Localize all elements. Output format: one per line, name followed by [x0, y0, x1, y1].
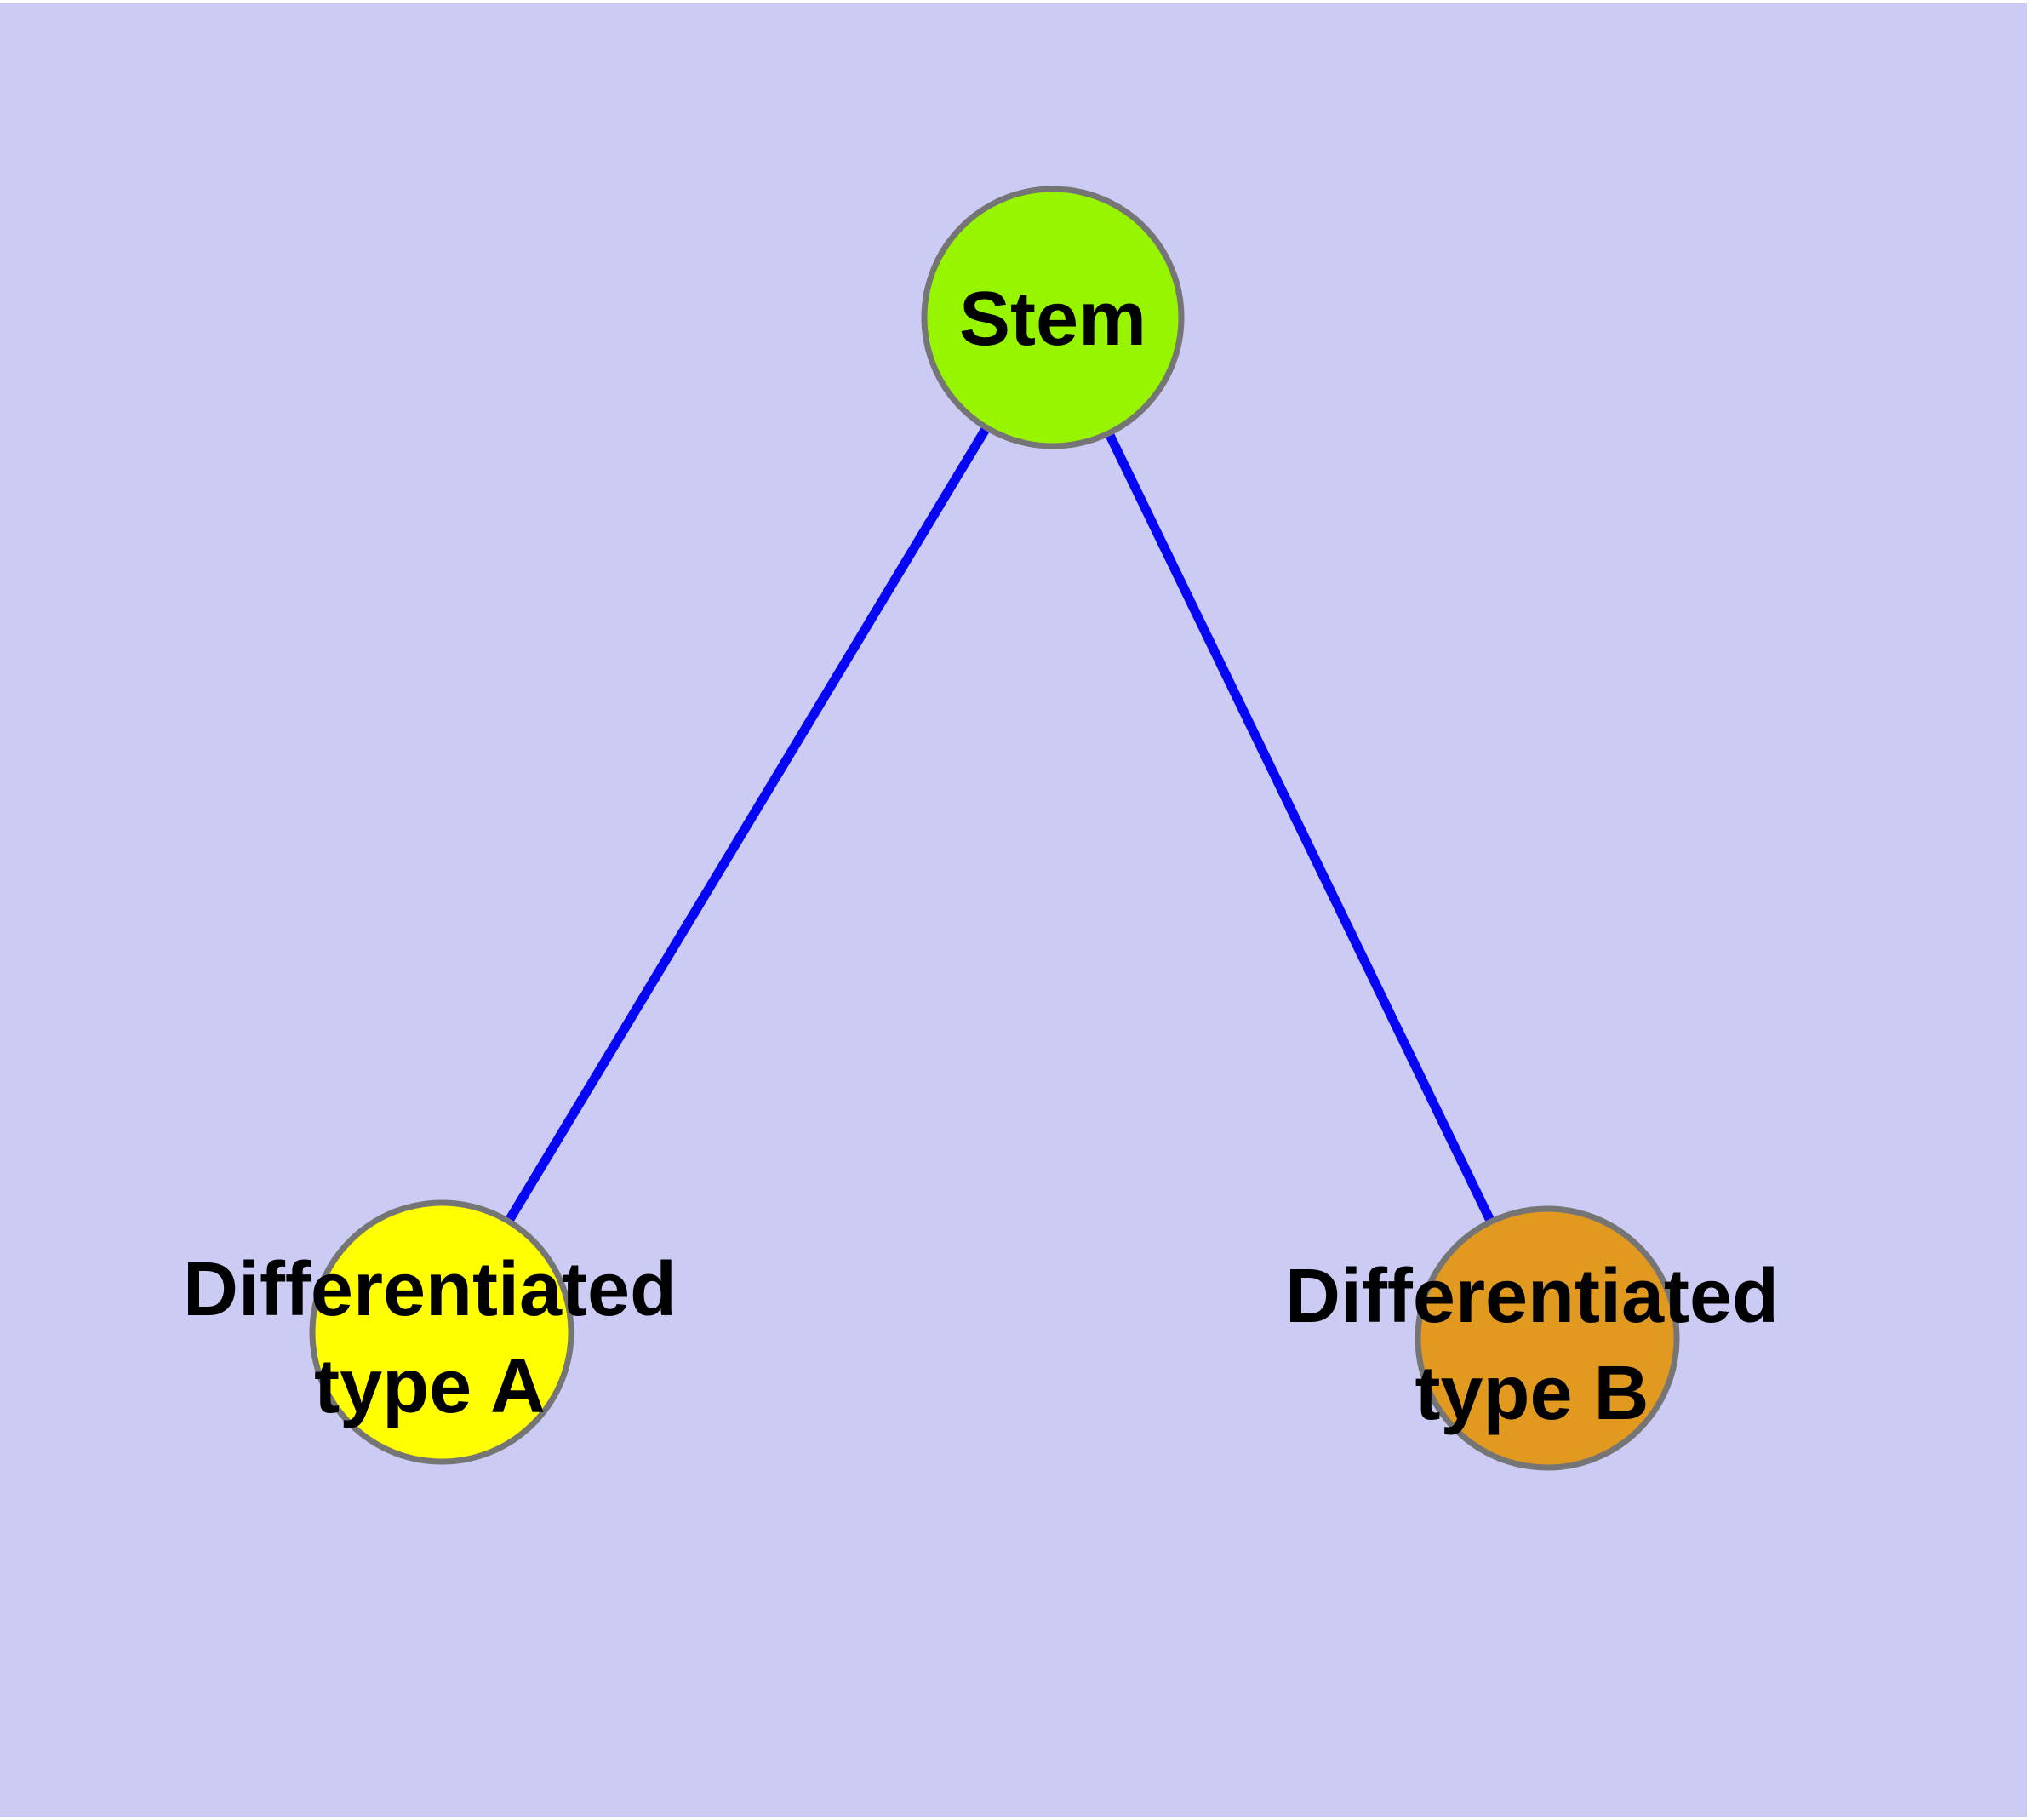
- edge-stem-to-type-b: [1049, 315, 1552, 1341]
- node-stem: Stem: [921, 186, 1185, 449]
- type-a-node-label-line1: Differentiated: [183, 1247, 677, 1332]
- edge-stem-to-type-a: [437, 315, 1057, 1335]
- edge-layer: [437, 315, 1552, 1341]
- type-b-node-circle: [1415, 1205, 1680, 1471]
- type-b-node-label-line1: Differentiated: [1285, 1254, 1779, 1339]
- stem-node-circle: [921, 186, 1185, 449]
- type-a-node-label-line2: type A: [314, 1344, 546, 1429]
- node-differentiated-type-a: Differentiated type A: [183, 1199, 677, 1465]
- stem-node-label: Stem: [959, 277, 1146, 362]
- type-b-node-label-line2: type B: [1415, 1351, 1649, 1436]
- node-differentiated-type-b: Differentiated type B: [1285, 1205, 1779, 1471]
- type-a-node-circle: [309, 1199, 574, 1465]
